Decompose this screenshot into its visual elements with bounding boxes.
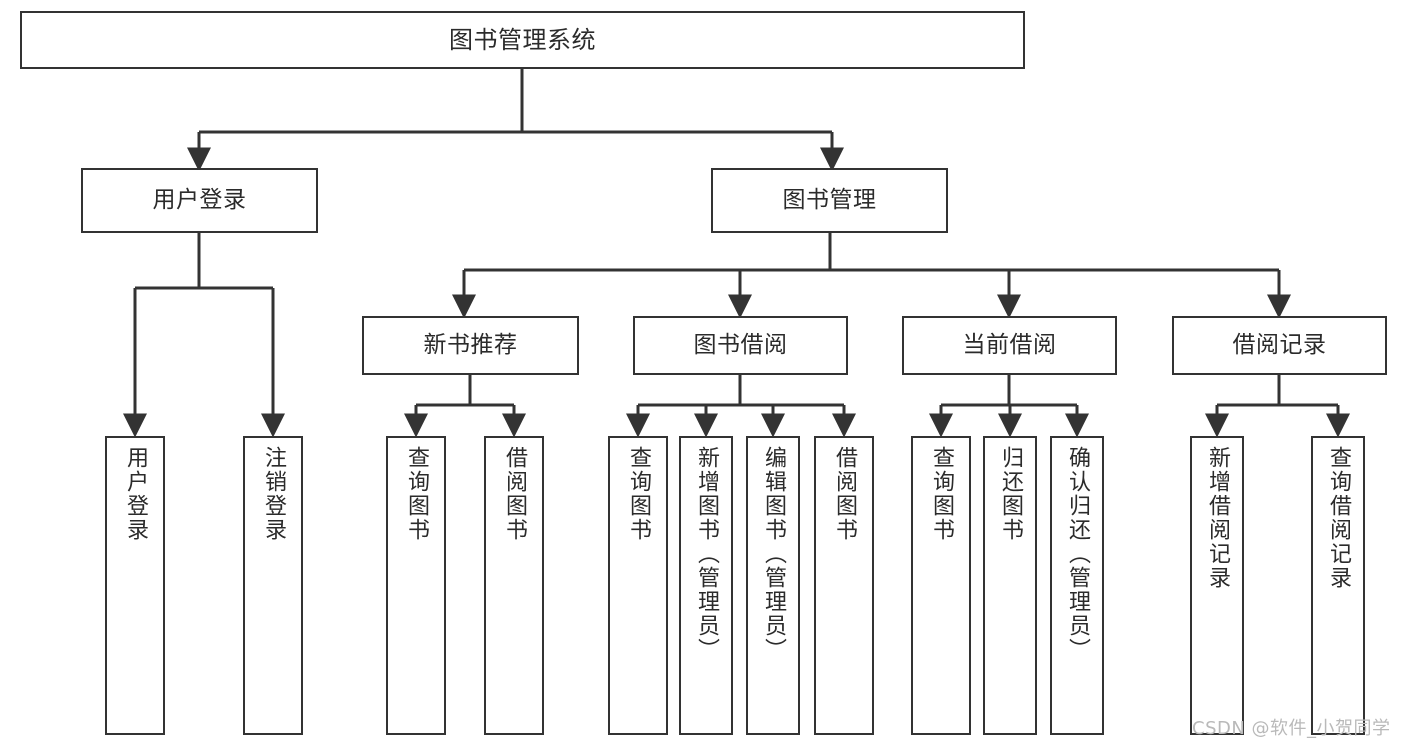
- leaf-query-book-nbr-label: 查询图书: [404, 446, 429, 542]
- leaf-confirm-return-admin-label: 确认归还（管理员）: [1065, 446, 1090, 662]
- leaf-edit-book-admin[interactable]: 编辑图书（管理员）: [746, 436, 800, 735]
- node-book-management-label: 图书管理: [782, 186, 877, 213]
- leaf-user-login[interactable]: 用户登录: [105, 436, 165, 735]
- leaf-logout[interactable]: 注销登录: [243, 436, 303, 735]
- node-borrow-record-label: 借阅记录: [1232, 331, 1327, 358]
- leaf-query-book-bb[interactable]: 查询图书: [608, 436, 668, 735]
- node-root[interactable]: 图书管理系统: [20, 11, 1025, 69]
- leaf-add-book-admin-label: 新增图书（管理员）: [694, 446, 719, 662]
- node-current-borrow-label: 当前借阅: [962, 331, 1057, 358]
- leaf-return-book-label: 归还图书: [998, 446, 1023, 542]
- node-user-login[interactable]: 用户登录: [81, 168, 318, 233]
- node-new-book-recommend-label: 新书推荐: [423, 331, 518, 358]
- leaf-borrow-book-bb-label: 借阅图书: [832, 446, 857, 542]
- leaf-query-borrow-record[interactable]: 查询借阅记录: [1311, 436, 1365, 735]
- leaf-query-book-nbr[interactable]: 查询图书: [386, 436, 446, 735]
- leaf-confirm-return-admin[interactable]: 确认归还（管理员）: [1050, 436, 1104, 735]
- leaf-add-borrow-record[interactable]: 新增借阅记录: [1190, 436, 1244, 735]
- node-book-borrow-label: 图书借阅: [693, 331, 788, 358]
- node-book-borrow[interactable]: 图书借阅: [633, 316, 848, 375]
- node-root-label: 图书管理系统: [449, 25, 596, 54]
- node-current-borrow[interactable]: 当前借阅: [902, 316, 1117, 375]
- node-new-book-recommend[interactable]: 新书推荐: [362, 316, 579, 375]
- node-borrow-record[interactable]: 借阅记录: [1172, 316, 1387, 375]
- watermark: CSDN @软件_小贺同学: [1192, 718, 1391, 739]
- leaf-user-login-label: 用户登录: [123, 446, 148, 542]
- leaf-borrow-book-nbr-label: 借阅图书: [502, 446, 527, 542]
- leaf-query-book-cb-label: 查询图书: [929, 446, 954, 542]
- leaf-query-borrow-record-label: 查询借阅记录: [1326, 446, 1351, 590]
- leaf-add-borrow-record-label: 新增借阅记录: [1205, 446, 1230, 590]
- leaf-borrow-book-nbr[interactable]: 借阅图书: [484, 436, 544, 735]
- leaf-query-book-cb[interactable]: 查询图书: [911, 436, 971, 735]
- leaf-return-book[interactable]: 归还图书: [983, 436, 1037, 735]
- leaf-query-book-bb-label: 查询图书: [626, 446, 651, 542]
- leaf-add-book-admin[interactable]: 新增图书（管理员）: [679, 436, 733, 735]
- leaf-edit-book-admin-label: 编辑图书（管理员）: [761, 446, 786, 662]
- node-book-management[interactable]: 图书管理: [711, 168, 948, 233]
- leaf-borrow-book-bb[interactable]: 借阅图书: [814, 436, 874, 735]
- node-user-login-label: 用户登录: [152, 186, 247, 213]
- leaf-logout-label: 注销登录: [261, 446, 286, 542]
